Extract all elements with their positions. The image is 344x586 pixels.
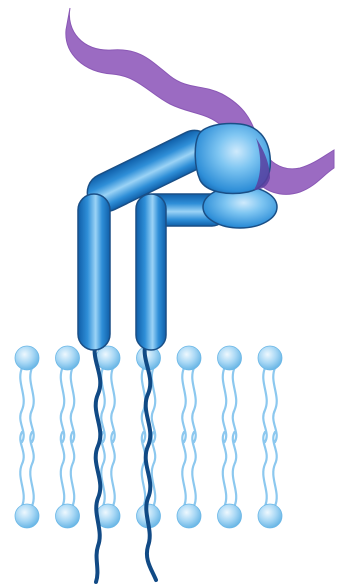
lipid-tail <box>182 368 185 442</box>
lipid-tail <box>142 432 145 506</box>
lipid-head-outer <box>177 346 201 370</box>
lipid-tail <box>71 432 74 506</box>
lipid-tail <box>182 432 185 506</box>
left-vertical-domain <box>78 194 110 350</box>
lipid-tail <box>30 368 33 442</box>
lipid-head-outer <box>258 346 282 370</box>
right-vertical-domain <box>136 194 166 350</box>
lipid-tail <box>30 432 33 506</box>
lipid-tail <box>61 368 64 442</box>
lipid-head-inner <box>258 504 282 528</box>
lipid-tail <box>223 432 226 506</box>
lipid-tail <box>192 432 195 506</box>
lipid-tail <box>20 368 23 442</box>
lipid-head-outer <box>218 346 242 370</box>
lipid-head-inner <box>218 504 242 528</box>
lipid-tail <box>263 432 266 506</box>
lipid-head-outer <box>56 346 80 370</box>
lipid-tail <box>273 432 276 506</box>
lipid-tail <box>101 432 104 506</box>
lipid-head-inner <box>15 504 39 528</box>
lipid-head-inner <box>177 504 201 528</box>
lipid-tail <box>20 432 23 506</box>
lipid-tail <box>111 432 114 506</box>
lipid-tail <box>152 432 155 506</box>
lipid-head-outer <box>15 346 39 370</box>
lipid-tail <box>61 432 64 506</box>
anchor-tail-left <box>95 342 101 582</box>
lipid-tail <box>233 368 236 442</box>
lipid-tail <box>233 432 236 506</box>
lipid-head-inner <box>56 504 80 528</box>
